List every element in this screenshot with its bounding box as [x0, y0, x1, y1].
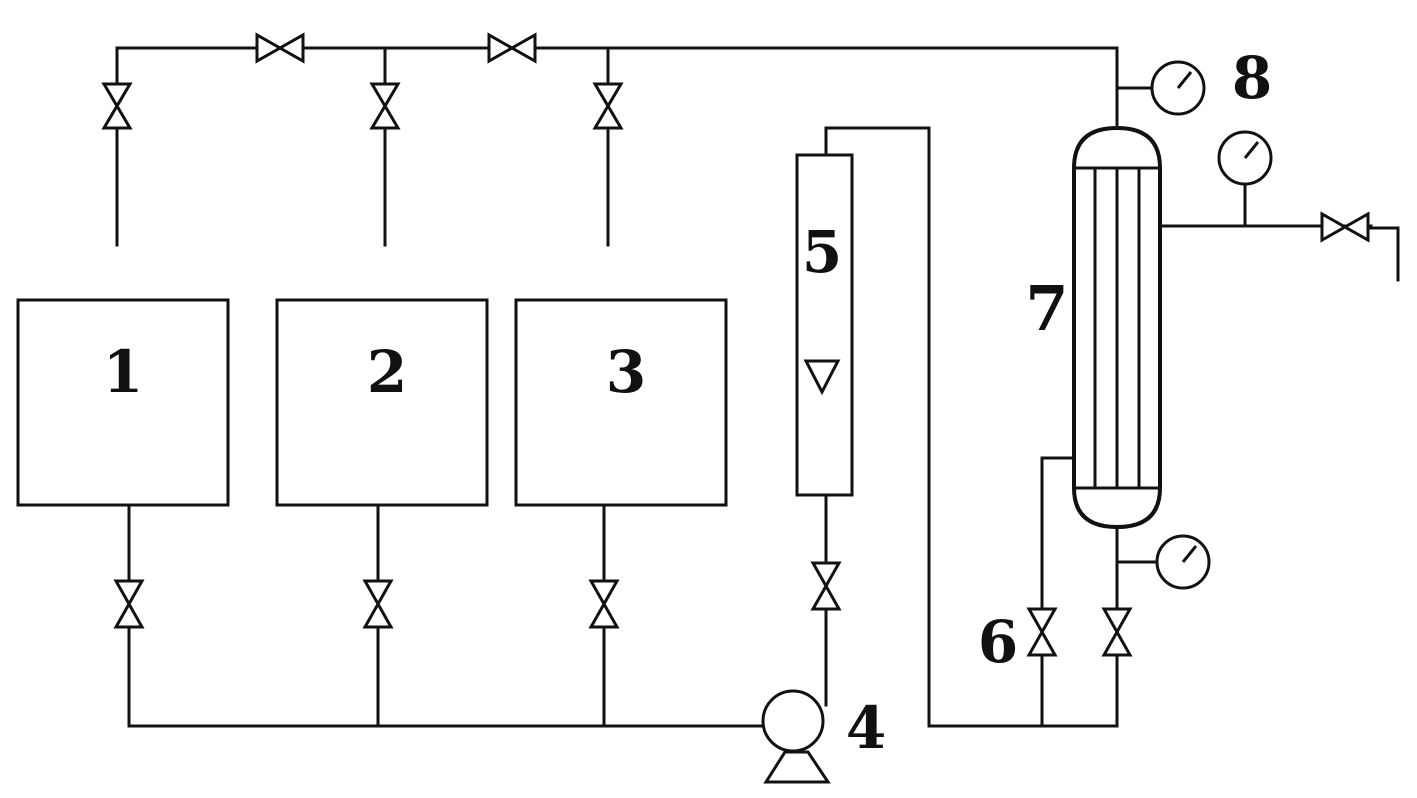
tank-2[interactable]: 2: [275, 298, 489, 507]
module-outlet-valve[interactable]: [1101, 607, 1133, 657]
header-valve-1[interactable]: [255, 32, 305, 64]
bypass-valve-label: 6: [978, 608, 1018, 676]
tank-3[interactable]: 3: [514, 298, 728, 507]
permeate-valve[interactable]: [1320, 211, 1370, 243]
tank-3-label: 3: [606, 338, 646, 406]
pump[interactable]: 4: [761, 689, 886, 784]
tank-1-vent-valve[interactable]: [101, 82, 133, 130]
flowmeter-inlet-valve[interactable]: [810, 561, 842, 611]
permeate-outlet-pipe: [1158, 181, 1400, 282]
membrane-module-label: 7: [1025, 272, 1068, 345]
pressure-gauge-permeate: [1217, 130, 1273, 186]
tank-2-vent-valve[interactable]: [369, 82, 401, 130]
feed-manifold-pipe: [127, 503, 767, 728]
tank-3-outlet-valve[interactable]: [588, 579, 620, 629]
flowmeter-label: 5: [802, 218, 842, 286]
pump-label: 4: [846, 694, 886, 762]
bypass-valve[interactable]: 6: [978, 607, 1058, 676]
tank-2-outlet-valve[interactable]: [362, 579, 394, 629]
flowmeter[interactable]: 5: [795, 153, 854, 497]
header-valve-2[interactable]: [487, 32, 537, 64]
bypass-pipe: [1040, 456, 1076, 728]
tank-1[interactable]: 1: [16, 298, 230, 507]
tank-1-outlet-valve[interactable]: [113, 579, 145, 629]
pressure-gauge-bottom: [1155, 534, 1211, 590]
flowmeter-outlet-pipe: [824, 126, 1119, 728]
gauge-top-label: 8: [1232, 44, 1272, 112]
tank-3-vent-valve[interactable]: [592, 82, 624, 130]
membrane-module[interactable]: 7: [1025, 125, 1162, 530]
tank-1-label: 1: [103, 338, 143, 406]
module-bottom-pipe: [1115, 525, 1159, 728]
tank-2-label: 2: [367, 338, 407, 406]
top-header-pipe: [115, 46, 1119, 247]
pressure-gauge-top: 8: [1115, 44, 1272, 116]
